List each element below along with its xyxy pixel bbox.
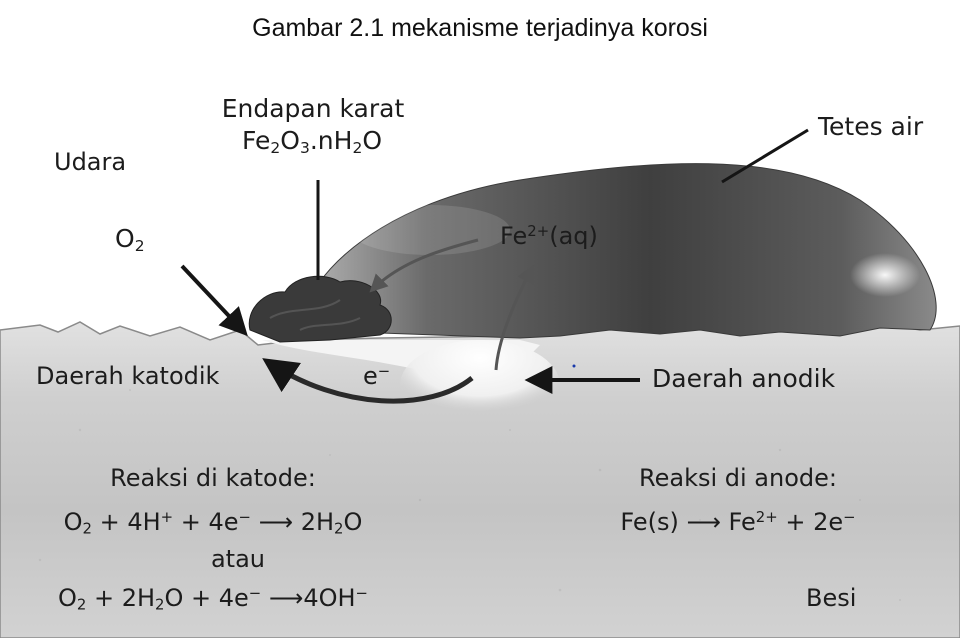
electron-label: e− — [363, 364, 390, 388]
tetes-air-label: Tetes air — [818, 114, 923, 139]
anode-equation: Fe(s) ⟶ Fe2+ + 2e− — [620, 510, 855, 534]
oxygen-label: O2 — [115, 226, 145, 251]
rust-deposit — [249, 276, 391, 342]
udara-label: Udara — [54, 150, 126, 174]
endapan-karat-label: Endapan karat — [222, 96, 405, 121]
ferrous-ion-label: Fe2+(aq) — [500, 224, 598, 248]
pit-glow — [400, 340, 560, 430]
cathode-heading: Reaksi di katode: — [110, 466, 316, 490]
rust-formula: Fe2O3.nH2O — [242, 128, 382, 153]
cathode-or-word: atau — [211, 547, 265, 571]
droplet-highlight — [850, 253, 920, 297]
daerah-anodik-label: Daerah anodik — [652, 366, 835, 391]
oxygen-arrow — [182, 266, 244, 332]
cathode-equation-2: O2 + 2H2O + 4e− ⟶4OH− — [58, 586, 368, 610]
anode-dot — [573, 365, 576, 368]
cathode-equation-1: O2 + 4H+ + 4e− ⟶ 2H2O — [64, 510, 363, 534]
anode-heading: Reaksi di anode: — [639, 466, 837, 490]
daerah-katodik-label: Daerah katodik — [36, 364, 219, 388]
besi-label: Besi — [806, 586, 856, 610]
droplet-sheen — [350, 205, 510, 255]
